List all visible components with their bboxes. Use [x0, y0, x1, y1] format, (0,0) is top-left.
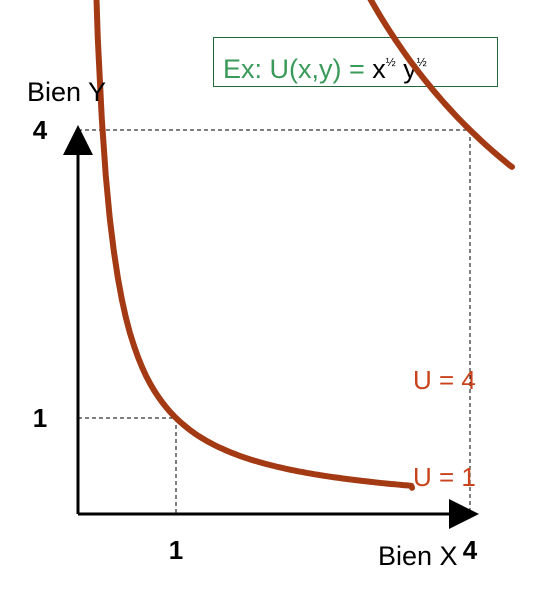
- formula-box: Ex: U(x,y) = x½ y½: [213, 37, 498, 87]
- x-tick-label: 4: [463, 535, 478, 565]
- curve-label-u1: U = 1: [413, 462, 476, 492]
- curve-u4: [367, 0, 515, 170]
- curve-u1: [93, 0, 415, 491]
- y-tick-label: 1: [33, 403, 47, 433]
- x-tick-label: 1: [169, 535, 183, 565]
- formula-x-exponent: ½: [385, 55, 396, 69]
- formula-x: x: [372, 54, 386, 84]
- y-tick-label: 4: [33, 115, 48, 145]
- ticks: 1 4 1 4: [33, 115, 478, 565]
- formula-y-exponent: ½: [416, 55, 427, 69]
- guide-lines: [78, 129, 471, 514]
- formula-prefix: Ex: U(x,y) =: [223, 54, 373, 84]
- y-axis-label: Bien Y: [27, 77, 106, 107]
- curve-label-u4: U = 4: [413, 365, 476, 395]
- curves: [93, 0, 515, 491]
- x-axis-label: Bien X: [378, 541, 458, 571]
